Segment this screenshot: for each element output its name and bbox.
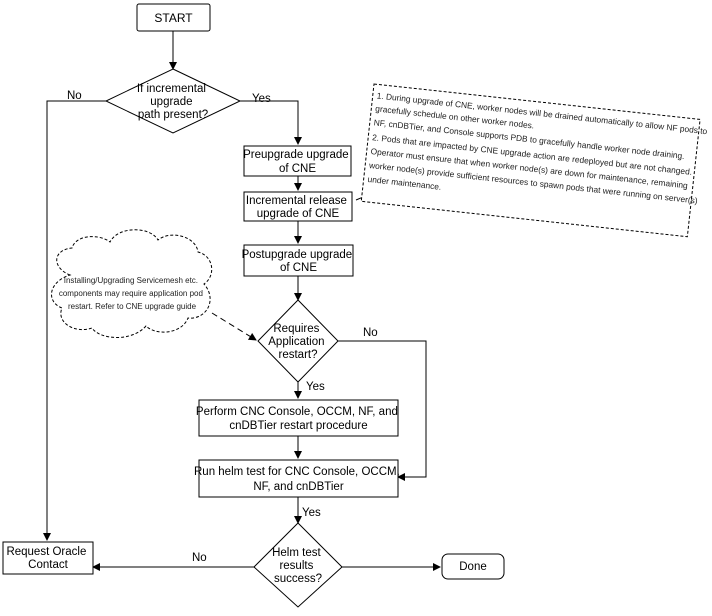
start-node: START xyxy=(136,3,211,32)
edge-question-yes xyxy=(240,100,302,145)
restart-procedure-label: Perform CNC Console, OCCM, NF, and cnDBT… xyxy=(196,406,401,432)
requires-restart-label: Requires Application restart? xyxy=(268,323,327,361)
incremental-path-label: If incremental upgrade path present? xyxy=(137,83,209,121)
upgrade-note: 1. During upgrade of CNE, worker nodes w… xyxy=(360,83,708,238)
helm-test-node: Run helm test for CNC Console, OCCM, NF,… xyxy=(194,459,403,498)
edge-label-incremental-yes: Yes xyxy=(252,93,271,105)
request-oracle-node: Request Oracle Contact xyxy=(2,541,94,575)
postupgrade-node: Postupgrade upgrade of CNE xyxy=(242,244,356,277)
requires-restart-decision: Requires Application restart? xyxy=(257,299,339,383)
cloud-outline xyxy=(51,229,213,338)
restart-procedure-node: Perform CNC Console, OCCM, NF, and cnDBT… xyxy=(196,399,401,437)
request-oracle-label: Request Oracle Contact xyxy=(6,546,89,571)
preupgrade-node: Preupgrade upgrade of CNE xyxy=(243,145,352,177)
edge-label-helm-yes: Yes xyxy=(302,507,321,519)
start-label: START xyxy=(154,11,193,25)
incremental-path-decision: If incremental upgrade path present? xyxy=(104,68,242,134)
edge-cloud-connector xyxy=(211,312,257,341)
done-label: Done xyxy=(459,561,487,573)
preupgrade-label: Preupgrade upgrade of CNE xyxy=(243,149,352,175)
cloud-text: Installing/Upgrading Servicemesh etc. co… xyxy=(59,276,205,311)
incremental-release-label: Incremental release upgrade of CNE xyxy=(246,195,350,220)
edge-label-incremental-no: No xyxy=(67,90,82,102)
done-node: Done xyxy=(441,553,505,580)
helm-results-label: Helm test results success? xyxy=(272,547,324,585)
edge-label-helm-no: No xyxy=(192,552,207,564)
helm-results-decision: Helm test results success? xyxy=(253,522,343,608)
edge-requires-no xyxy=(338,340,427,481)
edge-label-restart-yes: Yes xyxy=(306,381,325,393)
incremental-release-node: Incremental release upgrade of CNE xyxy=(243,191,353,222)
helm-test-label: Run helm test for CNC Console, OCCM, NF,… xyxy=(194,466,403,493)
postupgrade-label: Postupgrade upgrade of CNE xyxy=(242,249,356,274)
edge-labels: No Yes No Yes Yes No xyxy=(67,90,378,564)
edge-question-no xyxy=(43,100,106,541)
servicemesh-cloud: Installing/Upgrading Servicemesh etc. co… xyxy=(51,229,213,338)
edge-label-restart-no: No xyxy=(363,327,378,339)
